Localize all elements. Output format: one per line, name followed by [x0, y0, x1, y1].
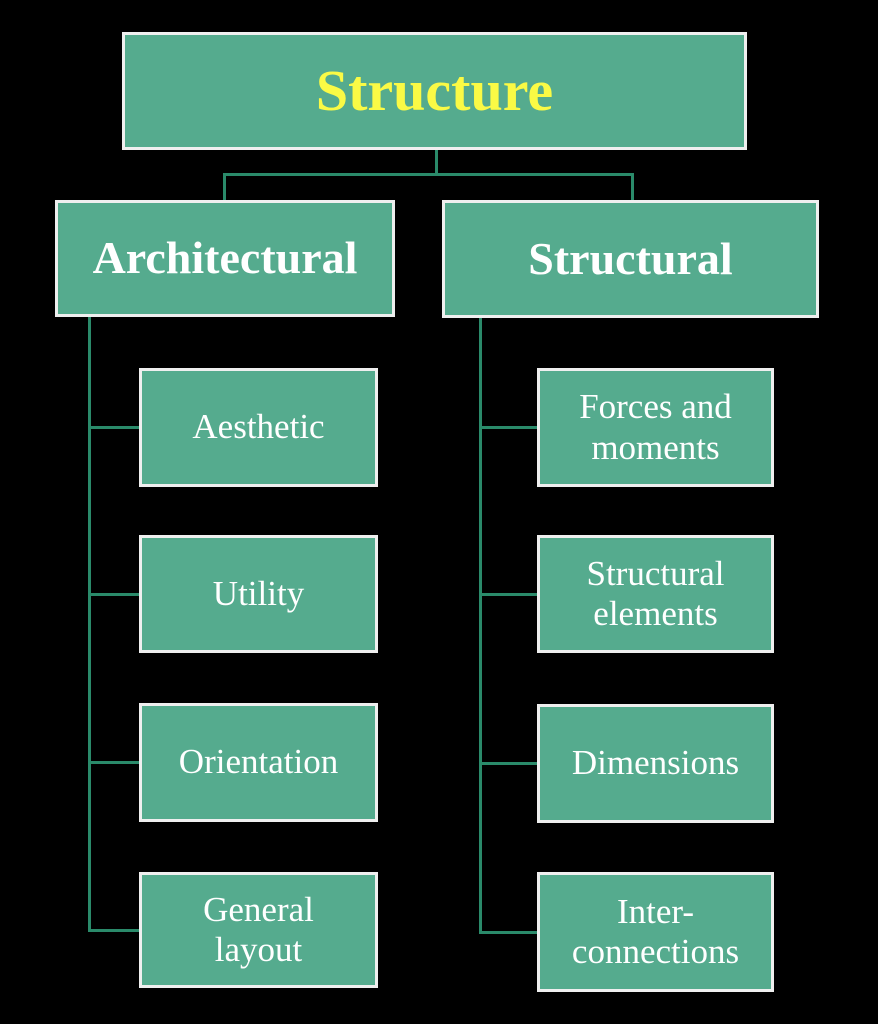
branch-box-architectural: Architectural	[55, 200, 395, 317]
connector-branch-orientation	[88, 761, 139, 764]
branch-box-structural: Structural	[442, 200, 819, 318]
branch-label-structural: Structural	[528, 232, 733, 284]
connector-branch-forces	[479, 426, 537, 429]
connector-root-stub	[435, 150, 438, 176]
connector-root-horizontal	[223, 173, 634, 176]
leaf-label-structural-elements: Structural elements	[586, 553, 725, 633]
connector-branch-aesthetic	[88, 426, 139, 429]
leaf-box-dimensions: Dimensions	[537, 704, 774, 823]
leaf-label-utility: Utility	[212, 573, 305, 613]
leaf-box-orientation: Orientation	[139, 703, 378, 822]
branch-label-architectural: Architectural	[92, 232, 358, 284]
connector-leg-structural	[631, 173, 634, 200]
leaf-box-aesthetic: Aesthetic	[139, 368, 378, 487]
leaf-box-forces-and-moments: Forces and moments	[537, 368, 774, 487]
leaf-box-general-layout: General layout	[139, 872, 378, 988]
leaf-label-dimensions: Dimensions	[571, 743, 740, 783]
connector-trunk-structural	[479, 318, 482, 934]
connector-branch-general-layout	[88, 929, 139, 932]
leaf-box-interconnections: Inter-connections	[537, 872, 774, 992]
leaf-label-forces-and-moments: Forces and moments	[579, 387, 732, 467]
connector-trunk-architectural	[88, 317, 91, 932]
leaf-label-aesthetic: Aesthetic	[192, 407, 325, 447]
connector-branch-utility	[88, 593, 139, 596]
leaf-box-structural-elements: Structural elements	[537, 535, 774, 653]
root-label: Structure	[315, 57, 554, 123]
leaf-label-general-layout: General layout	[203, 889, 314, 969]
leaf-label-interconnections: Inter-connections	[571, 891, 740, 971]
connector-branch-interconnections	[479, 931, 537, 934]
leaf-box-utility: Utility	[139, 535, 378, 653]
connector-branch-elements	[479, 593, 537, 596]
leaf-label-orientation: Orientation	[178, 742, 339, 782]
connector-branch-dimensions	[479, 762, 537, 765]
connector-leg-architectural	[223, 173, 226, 200]
root-box-structure: Structure	[122, 32, 747, 150]
